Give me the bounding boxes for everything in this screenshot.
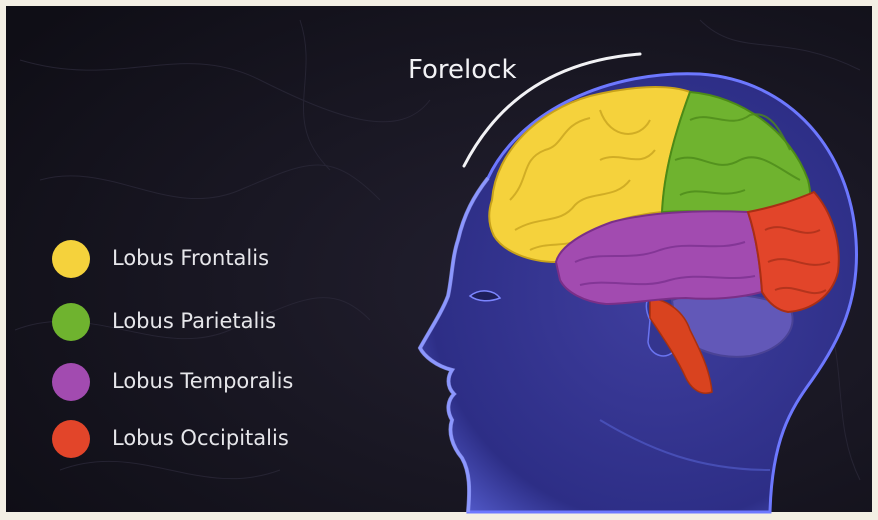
- frontalis-color-dot: [52, 240, 90, 278]
- legend-item-temporalis: Lobus Temporalis: [52, 363, 372, 403]
- forelock-label: Forelock: [408, 55, 517, 85]
- parietalis-color-dot: [52, 303, 90, 341]
- legend-label-frontalis: Lobus Frontalis: [112, 246, 269, 270]
- temporalis-color-dot: [52, 363, 90, 401]
- legend-label-occipitalis: Lobus Occipitalis: [112, 426, 289, 450]
- occipitalis-color-dot: [52, 420, 90, 458]
- legend-label-temporalis: Lobus Temporalis: [112, 369, 293, 393]
- legend-item-occipitalis: Lobus Occipitalis: [52, 420, 372, 460]
- legend-item-parietalis: Lobus Parietalis: [52, 303, 372, 343]
- legend-label-parietalis: Lobus Parietalis: [112, 309, 276, 333]
- legend-item-frontalis: Lobus Frontalis: [52, 240, 372, 280]
